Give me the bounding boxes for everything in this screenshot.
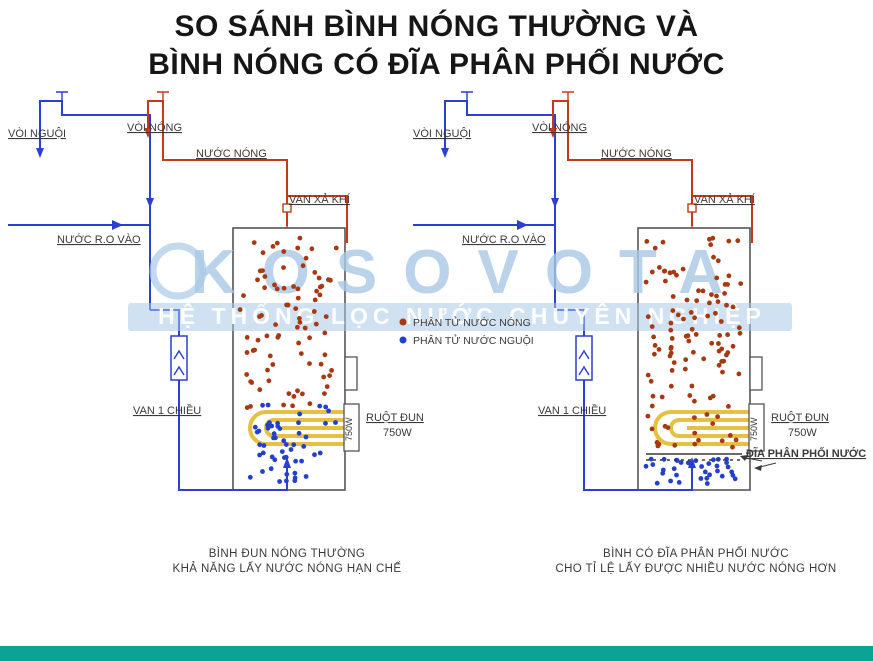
title-line-2: BÌNH NÓNG CÓ ĐĨA PHÂN PHỐI NƯỚC	[148, 48, 725, 81]
label-cold-tap: VÒI NGUỘI	[8, 127, 66, 140]
captions: BÌNH ĐUN NÓNG THƯỜNG KHẢ NĂNG LẤY NƯỚC N…	[173, 546, 837, 575]
label-heating-element: RUỘT ĐUN	[366, 411, 424, 424]
label-hot-tap: VÒI NÓNG	[532, 121, 587, 134]
label-ro-inlet: NƯỚC R.O VÀO	[57, 233, 141, 246]
power-box-text: 750W	[344, 417, 354, 441]
right-labels: VÒI NGUỘI VÒI NÓNG NƯỚC NÓNG NƯỚC R.O VÀ…	[413, 121, 866, 460]
title-line-1: SO SÁNH BÌNH NÓNG THƯỜNG VÀ	[174, 10, 699, 43]
disc-leader-arrow-icon	[740, 455, 748, 461]
label-cold-tap: VÒI NGUỘI	[413, 127, 471, 140]
left-caption-line2: KHẢ NĂNG LẤY NƯỚC NÓNG HẠN CHẾ	[173, 562, 402, 575]
legend-hot-label: PHÂN TỬ NƯỚC NÓNG	[413, 316, 531, 329]
cold-molecules-right-tank	[643, 456, 738, 486]
label-heating-power: 750W	[788, 427, 817, 439]
page-title: SO SÁNH BÌNH NÓNG THƯỜNG VÀ BÌNH NÓNG CÓ…	[0, 8, 873, 84]
label-air-valve: VAN XẢ KHÍ	[289, 193, 351, 206]
label-hot-tap: VÒI NÓNG	[127, 121, 182, 134]
legend-cold-label: PHÂN TỬ NƯỚC NGUỘI	[413, 334, 534, 347]
label-check-valve: VAN 1 CHIỀU	[538, 404, 606, 417]
left-labels: VÒI NGUỘI VÒI NÓNG NƯỚC NÓNG NƯỚC R.O VÀ…	[8, 121, 424, 441]
label-air-valve: VAN XẢ KHÍ	[694, 193, 756, 206]
hot-molecules-left-tank	[237, 235, 339, 410]
cold-molecules-left-tank	[247, 402, 338, 484]
watermark-brand-text: KOSOVOTA	[191, 238, 749, 307]
legend: PHÂN TỬ NƯỚC NÓNG PHÂN TỬ NƯỚC NGUỘI	[399, 316, 534, 347]
label-check-valve: VAN 1 CHIỀU	[133, 404, 201, 417]
label-hot-water: NƯỚC NÓNG	[601, 147, 672, 160]
legend-hot-dot-icon	[399, 318, 407, 326]
label-hot-water: NƯỚC NÓNG	[196, 147, 267, 160]
label-ro-inlet: NƯỚC R.O VÀO	[462, 233, 546, 246]
right-caption-line1: BÌNH CÓ ĐĨA PHÂN PHỐI NƯỚC	[603, 546, 789, 560]
label-distribution-disc: ĐĨA PHÂN PHỐI NƯỚC	[746, 446, 866, 460]
right-caption-line2: CHO TỈ LỆ LẤY ĐƯỢC NHIỀU NƯỚC NÓNG HƠN	[555, 562, 836, 575]
legend-cold-dot-icon	[399, 336, 407, 344]
brand-logo-icon	[149, 242, 207, 300]
hot-molecules-right-tank	[643, 235, 744, 450]
left-caption-line1: BÌNH ĐUN NÓNG THƯỜNG	[209, 547, 366, 560]
label-heating-element: RUỘT ĐUN	[771, 411, 829, 424]
label-heating-power: 750W	[383, 427, 412, 439]
distribution-disc	[646, 453, 777, 471]
power-box-text: 750W	[749, 417, 759, 441]
footer-bar	[0, 646, 873, 661]
disc-leader-arrow-icon	[754, 465, 762, 471]
